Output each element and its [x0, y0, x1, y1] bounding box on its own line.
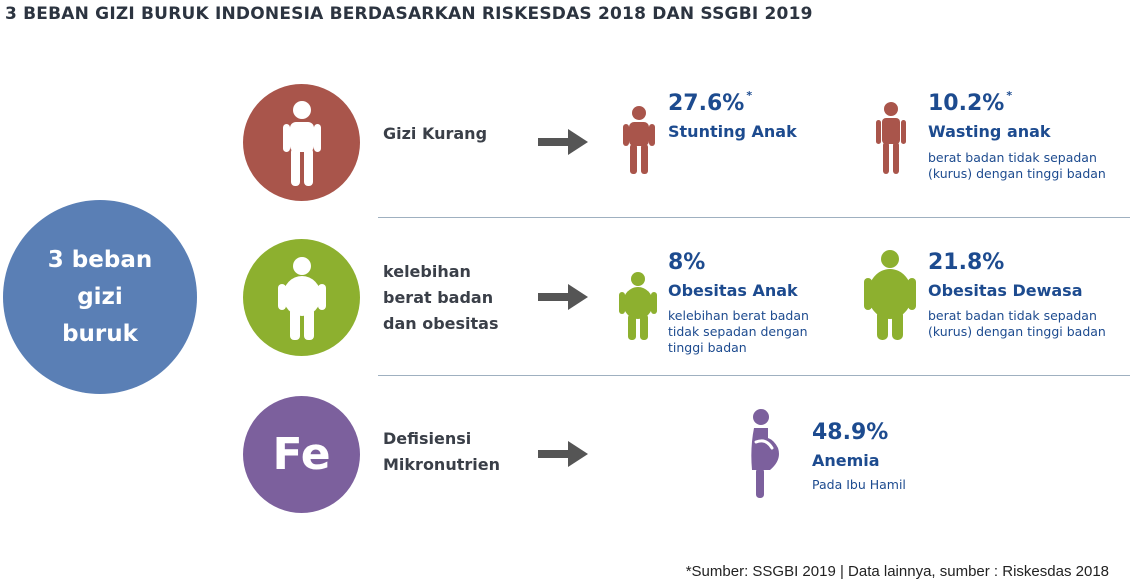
row-label-line: berat badan	[383, 288, 494, 307]
center-circle: 3 beban gizi buruk	[3, 200, 197, 394]
row-label-line: Defisiensi	[383, 429, 472, 448]
row-divider	[378, 375, 1130, 376]
stat-number: 48.9%	[812, 420, 889, 445]
row-label-micronutrient: Defisiensi Mikronutrien	[383, 426, 500, 478]
child-obesity-value: 8%	[668, 250, 705, 275]
desc-line: tidak sepadan dengan	[668, 324, 808, 339]
center-line-2: gizi	[77, 283, 123, 310]
wasting-value: 10.2%*	[928, 89, 1013, 116]
child-obesity-label: Obesitas Anak	[668, 281, 798, 300]
adult-obesity-label: Obesitas Dewasa	[928, 281, 1083, 300]
fe-label: Fe	[272, 429, 331, 480]
anemia-value: 48.9%	[812, 420, 888, 445]
desc-line: (kurus) dengan tinggi badan	[928, 166, 1106, 181]
adult-obesity-value: 21.8%	[928, 250, 1004, 275]
page-title: 3 BEBAN GIZI BURUK INDONESIA BERDASARKAN…	[5, 4, 813, 24]
stunting-label: Stunting Anak	[668, 122, 797, 141]
stunting-child-icon	[623, 106, 655, 174]
anemia-description: Pada Ibu Hamil	[812, 477, 906, 493]
stat-number: 10.2%	[928, 91, 1005, 116]
child-obesity-description: kelebihan berat badan tidak sepadan deng…	[668, 308, 809, 356]
stunting-value: 27.6%*	[668, 89, 753, 116]
child-icon	[282, 100, 321, 186]
row-label-line: dan obesitas	[383, 314, 499, 333]
arrow-right-icon	[538, 441, 588, 467]
obese-child-icon	[619, 272, 657, 340]
stat-number: 8%	[668, 250, 706, 275]
pregnant-woman-icon	[751, 409, 779, 498]
overweight-circle	[243, 239, 360, 356]
desc-line: (kurus) dengan tinggi badan	[928, 324, 1106, 339]
row-label-overweight: kelebihan berat badan dan obesitas	[383, 259, 498, 337]
row-divider	[378, 217, 1130, 218]
row-label-undernutrition: Gizi Kurang	[383, 121, 487, 147]
iron-deficiency-circle: Fe	[243, 396, 360, 513]
wasting-label: Wasting anak	[928, 122, 1051, 141]
undernutrition-circle	[243, 84, 360, 201]
arrow-right-icon	[538, 284, 588, 310]
arrow-right-icon	[538, 129, 588, 155]
obese-child-icon	[277, 256, 326, 340]
source-footnote: *Sumber: SSGBI 2019 | Data lainnya, sumb…	[685, 563, 1109, 580]
desc-line: Pada Ibu Hamil	[812, 477, 906, 492]
desc-line: tinggi badan	[668, 340, 747, 355]
wasting-description: berat badan tidak sepadan (kurus) dengan…	[928, 150, 1106, 182]
adult-obesity-description: berat badan tidak sepadan (kurus) dengan…	[928, 308, 1106, 340]
row-label-line: Mikronutrien	[383, 455, 500, 474]
obese-adult-icon	[864, 250, 916, 340]
anemia-label: Anemia	[812, 451, 880, 470]
source-marker: *	[1006, 89, 1013, 102]
center-line-1: 3 beban	[47, 246, 153, 273]
row-label-line: kelebihan	[383, 262, 471, 281]
desc-line: kelebihan berat badan	[668, 308, 809, 323]
center-line-3: buruk	[62, 320, 138, 347]
stat-number: 21.8%	[928, 250, 1005, 275]
wasting-child-icon	[876, 102, 906, 174]
row-label-line: Gizi Kurang	[383, 124, 488, 143]
source-marker: *	[746, 89, 753, 102]
stat-number: 27.6%	[668, 91, 745, 116]
desc-line: berat badan tidak sepadan	[928, 308, 1097, 323]
desc-line: berat badan tidak sepadan	[928, 150, 1097, 165]
